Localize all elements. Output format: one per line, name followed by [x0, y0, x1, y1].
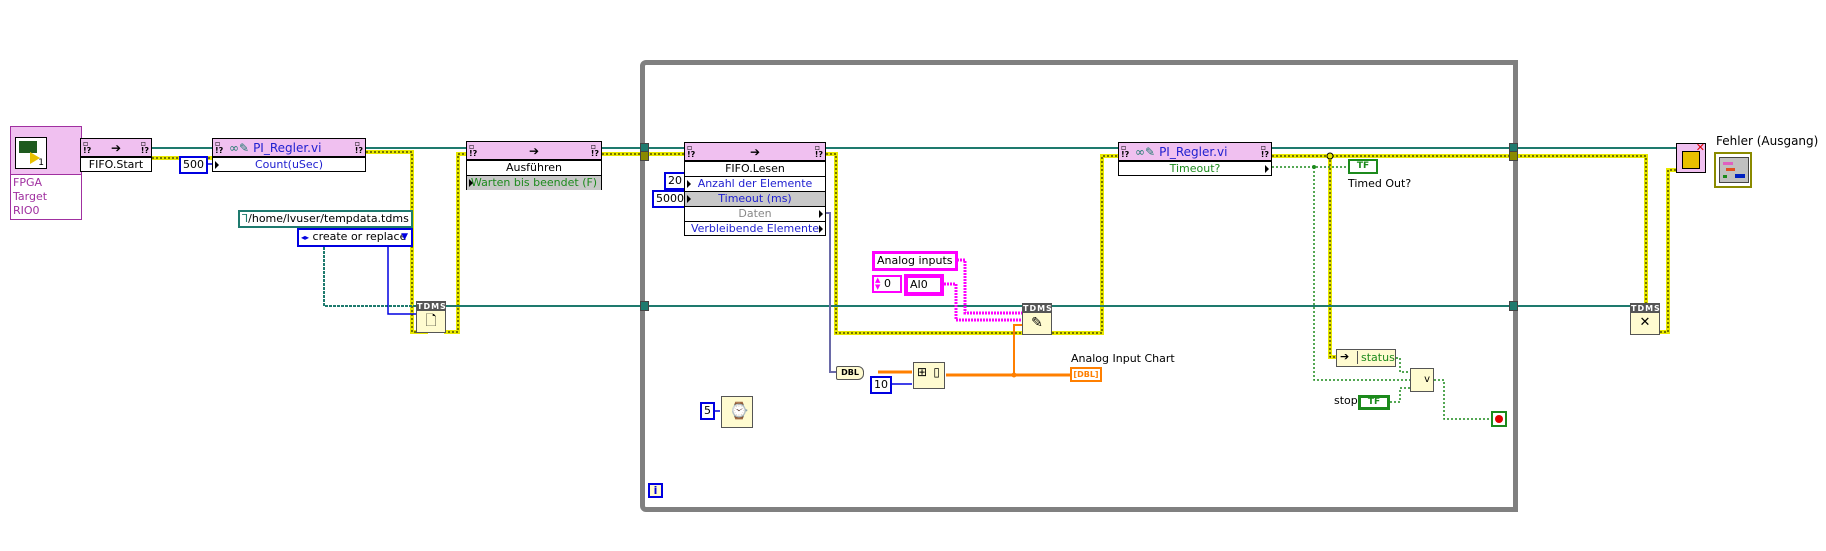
- tdms-open-icon: 🗋: [425, 313, 437, 329]
- loop-tunnel-tdms-out: [1509, 301, 1518, 311]
- path-icon: ⅂: [242, 212, 249, 225]
- ausfuehren-method: Ausführen: [467, 160, 601, 175]
- index-stepper-icon[interactable]: ▲▼: [875, 276, 881, 291]
- fifo-start-invoke-node[interactable]: ▫!?➔▫!? FIFO.Start: [80, 138, 152, 172]
- pi-regler-property-node-write[interactable]: ▫!? ∞✎ PI_Regler.vi ▫!? Count(uSec): [212, 138, 366, 172]
- channel-name-constant[interactable]: AI0: [904, 274, 944, 296]
- data-wire: [826, 212, 836, 373]
- compound-or-node[interactable]: v: [1410, 368, 1434, 392]
- double-wire: [1013, 324, 1022, 375]
- channel-index-display[interactable]: ▲▼ 0: [872, 275, 902, 293]
- analog-input-chart-terminal[interactable]: [DBL]: [1070, 367, 1102, 382]
- tdms-path-constant[interactable]: ⅂/home/lvuser/tempdata.tdms: [238, 210, 413, 228]
- warten-bis-beendet-param: Warten bis beendet (F): [470, 176, 598, 189]
- loop-tunnel-tdms: [640, 301, 649, 311]
- to-double-conversion[interactable]: DBL: [836, 366, 864, 380]
- reshape-size-constant[interactable]: 10: [870, 376, 892, 394]
- enum-wire: [387, 245, 416, 315]
- fpga-target-label: FPGA Target RIO0: [10, 174, 82, 220]
- pi-regler-property-node-read[interactable]: ▫!? ∞✎ PI_Regler.vi ▫!? Timeout?: [1118, 142, 1272, 176]
- fifo-start-method: FIFO.Start: [81, 157, 151, 172]
- tdms-open-node[interactable]: TDMS 🗋: [416, 301, 446, 333]
- count-constant[interactable]: 500: [179, 156, 208, 174]
- dropdown-icon[interactable]: ▼: [401, 232, 408, 242]
- unbundle-arrow-icon: ➔: [1340, 350, 1350, 363]
- reshape-array-node[interactable]: ⊞ ▯: [913, 362, 945, 389]
- group-name-constant[interactable]: Analog inputs: [872, 251, 958, 271]
- timed-out-indicator-terminal[interactable]: TF: [1348, 159, 1378, 174]
- timeout-param: Timeout (ms): [718, 192, 792, 205]
- element-count-constant[interactable]: 20: [664, 172, 686, 190]
- array-grid-icon: ⊞: [917, 365, 928, 379]
- tdms-write-pencil-icon: ✎: [1031, 315, 1043, 331]
- tdms-write-node[interactable]: TDMS ✎: [1022, 303, 1052, 335]
- wait-ms-constant[interactable]: 5: [700, 402, 715, 420]
- count-usec-property: Count(uSec): [254, 158, 324, 171]
- while-loop[interactable]: [640, 60, 1518, 512]
- loop-stop-condition[interactable]: [1491, 411, 1507, 427]
- close-fpga-reference-node[interactable]: ✕: [1676, 141, 1706, 173]
- analog-input-chart-label: Analog Input Chart: [1071, 352, 1175, 365]
- fifo-lesen-method: FIFO.Lesen: [685, 161, 825, 176]
- stop-label: stop: [1334, 394, 1358, 407]
- verbleibende-elemente-param: Verbleibende Elemente: [690, 222, 820, 235]
- iteration-terminal: i: [648, 483, 663, 498]
- timed-out-label: Timed Out?: [1348, 177, 1412, 190]
- stop-sign-icon: [1495, 415, 1503, 423]
- array-column-icon: ▯: [933, 365, 940, 379]
- tdms-close-icon: ✕: [1639, 315, 1651, 330]
- stopwatch-icon: ⌚: [729, 401, 749, 420]
- tdms-operation-enum[interactable]: ◂▸ create or replace ▼: [297, 228, 413, 247]
- error-cluster-icon: [1719, 157, 1749, 183]
- invoke-arrow-icon: ➔: [749, 144, 761, 159]
- daten-param: Daten: [738, 207, 772, 220]
- string-wire: [944, 282, 1022, 322]
- anzahl-der-elemente-param: Anzahl der Elemente: [697, 177, 813, 190]
- fifo-lesen-invoke-node[interactable]: ▫!?➔▫!? FIFO.Lesen Anzahl der Elemente T…: [684, 142, 826, 236]
- wait-ms-node[interactable]: ⌚: [721, 396, 753, 428]
- timeout-constant[interactable]: 5000: [652, 190, 688, 208]
- fpga-target-icon: 1: [15, 137, 47, 169]
- glasses-pencil-icon: ∞✎: [1135, 144, 1156, 159]
- loop-tunnel-error: [640, 151, 649, 161]
- loop-tunnel-error-out: [1509, 151, 1518, 161]
- invoke-arrow-icon: ➔: [110, 140, 122, 155]
- ausfuehren-invoke-node[interactable]: ▫!?➔▫!? Ausführen Warten bis beendet (F): [466, 141, 602, 190]
- fpga-close-icon: [1682, 151, 1700, 169]
- stop-control-terminal[interactable]: TF: [1358, 395, 1390, 410]
- string-wire: [954, 258, 1022, 315]
- glasses-pencil-icon: ∞✎: [229, 140, 250, 155]
- close-x-icon: ✕: [1695, 141, 1705, 154]
- timeout-property: Timeout?: [1169, 162, 1221, 175]
- invoke-arrow-icon: ➔: [528, 143, 540, 158]
- error-out-label: Fehler (Ausgang): [1716, 134, 1819, 148]
- error-out-indicator[interactable]: [1714, 152, 1752, 188]
- path-wire: [323, 235, 416, 307]
- enum-arrows-icon: ◂▸: [301, 233, 310, 242]
- tdms-close-node[interactable]: TDMS ✕: [1630, 303, 1660, 335]
- unbundle-status-node[interactable]: ➔ status: [1336, 349, 1396, 367]
